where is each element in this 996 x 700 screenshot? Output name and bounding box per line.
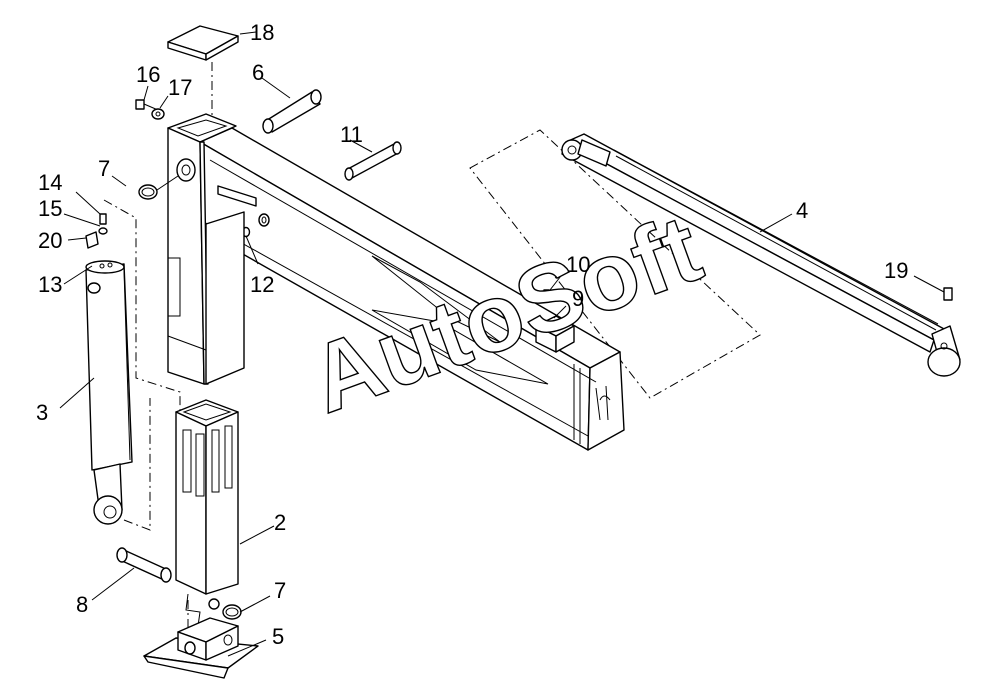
washer [151, 108, 165, 120]
callout-12: 12 [250, 272, 274, 297]
bracket-9 [535, 315, 575, 353]
bolt-10 [543, 289, 550, 299]
callout-5: 5 [272, 624, 284, 649]
hydraulic-cylinder [85, 260, 133, 525]
end-cap-plate [167, 25, 239, 61]
callout-20: 20 [38, 228, 62, 253]
boom-arm [199, 127, 625, 451]
callout-14: 14 [38, 170, 62, 195]
callout-19: 19 [884, 258, 908, 283]
lower-post [175, 399, 239, 629]
callout-3: 3 [36, 400, 48, 425]
leader-lines [59, 31, 945, 657]
callout-7-upper: 7 [98, 156, 110, 181]
callout-6: 6 [252, 60, 264, 85]
column-post [167, 113, 245, 385]
callout-11: 11 [340, 122, 363, 147]
callout-2: 2 [274, 510, 286, 535]
bolt [135, 99, 159, 111]
callout-4: 4 [796, 198, 808, 223]
callout-labels: 18 6 16 17 11 7 14 15 20 13 12 4 19 10 9… [36, 20, 908, 649]
callout-15: 15 [38, 196, 62, 221]
retaining-ring-upper [138, 175, 179, 200]
pin-8 [116, 547, 172, 583]
assembly-lines [103, 62, 761, 630]
callout-18: 18 [250, 20, 274, 45]
callout-8: 8 [76, 592, 88, 617]
callout-17: 17 [168, 75, 192, 100]
pin-6 [262, 89, 322, 134]
retaining-ring-lower [222, 604, 242, 620]
telescopic-cylinder [561, 133, 961, 377]
callout-16: 16 [136, 62, 160, 87]
callout-7-lower: 7 [274, 578, 286, 603]
callout-9: 9 [572, 286, 584, 311]
pin-11 [344, 141, 402, 181]
callout-10: 10 [566, 252, 590, 277]
base-foot [143, 617, 259, 679]
grease-nipple [943, 287, 953, 301]
grease-fitting [85, 213, 108, 249]
callout-13: 13 [38, 272, 62, 297]
